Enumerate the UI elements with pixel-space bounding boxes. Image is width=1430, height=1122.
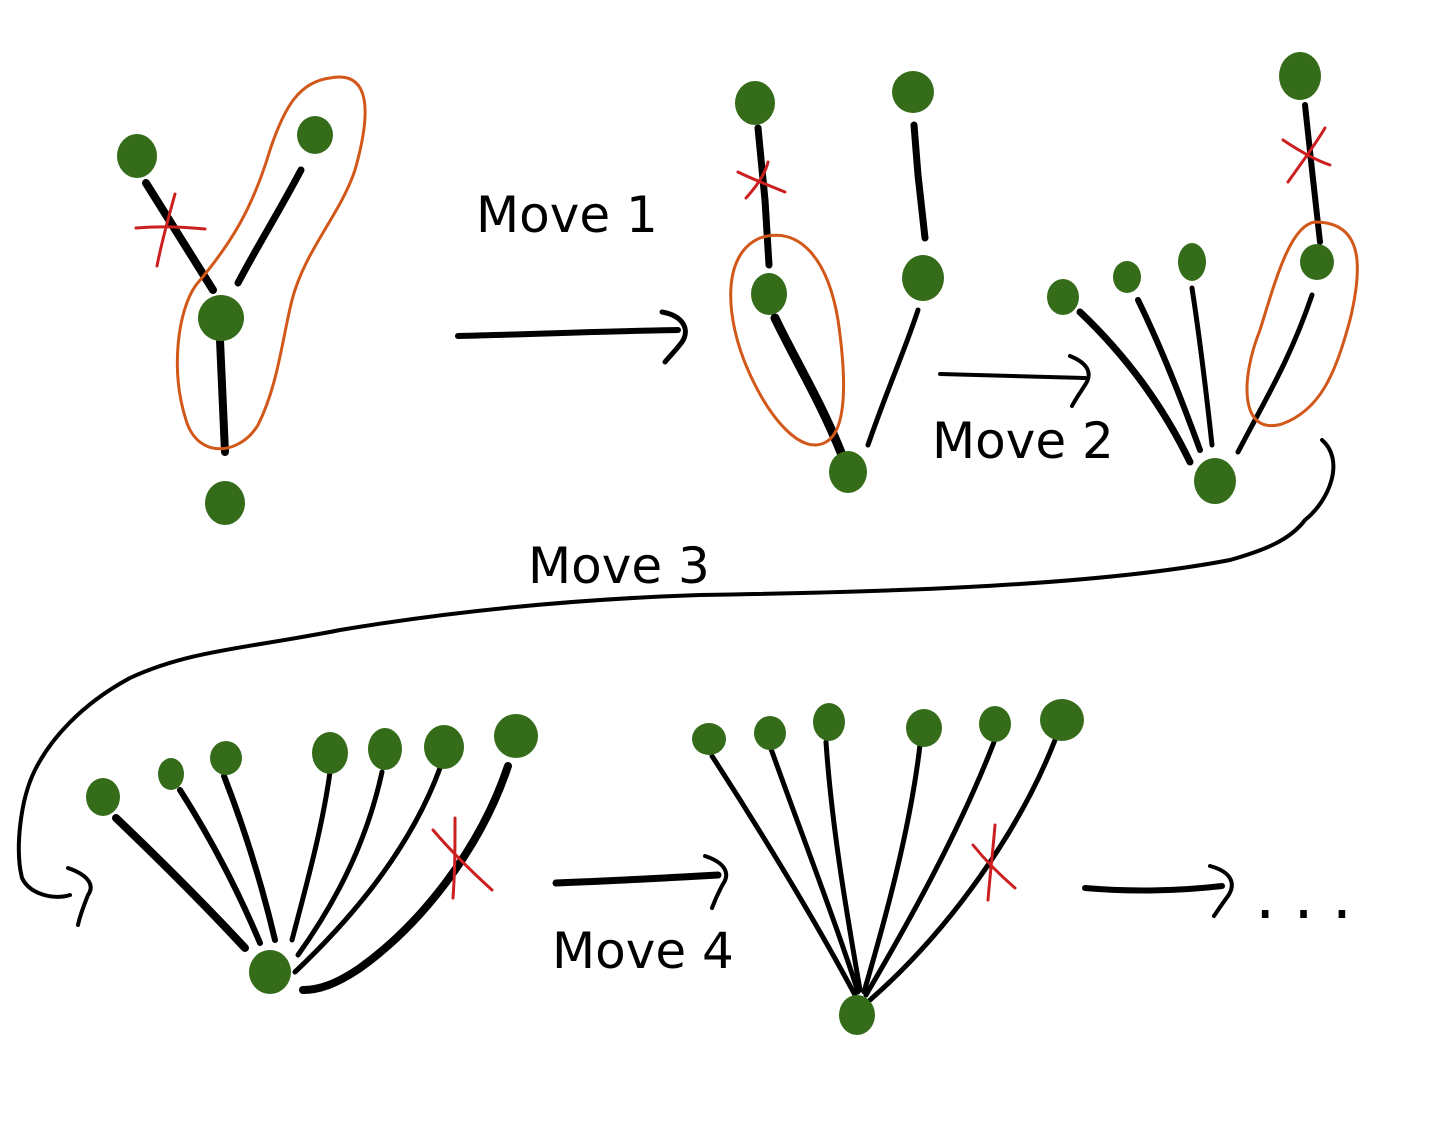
stage-2-node-mid-right [902,255,944,301]
stage-4-cut-mark [431,816,494,900]
stage-4-edge-6 [292,765,443,975]
stage-3-node-mid [1300,244,1334,280]
stage-3-edge-1 [1076,308,1194,466]
stage-5-edge-2 [767,743,861,995]
stage-4-node-leaf-7 [494,714,538,758]
stage-2-edge-upper-left [754,124,773,269]
move-1-arrow [455,309,688,365]
stage-1-node-middle [198,295,244,341]
final-arrow-head [1208,864,1234,918]
stage-3-node-leaf-3 [1178,243,1206,281]
stage-2-node-mid-left [751,273,787,315]
stage-2-edge-lower-right [865,307,921,448]
stage-4-node-leaf-1 [86,778,120,816]
move-1-label: Move 1 [476,186,658,244]
stage-4-edge-2 [177,787,263,946]
stage-5-node-leaf-6 [1040,699,1084,741]
stage-4-edge-7 [299,762,512,994]
stage-2-edge-upper-right [910,121,929,242]
stage-4-node-leaf-6 [424,725,464,769]
move-2-label: Move 2 [932,412,1114,470]
stage-3-edge-2 [1135,297,1203,453]
stage-1-edge-right [234,166,305,287]
stage-4-node-root [249,950,291,994]
move-3-label: Move 3 [528,537,710,595]
stage-4-node-leaf-2 [158,758,184,790]
stage-3-node-top [1279,52,1321,100]
final-arrow [1082,864,1234,918]
ellipsis-text: ... [1255,860,1370,934]
stage-1-tree [117,75,367,525]
stage-3-node-leaf-2 [1113,261,1141,293]
stage-1-highlight-ring [175,75,367,451]
stage-2-highlight-ring [729,233,846,447]
stage-1-node-top-left [117,134,157,178]
stage-5-node-leaf-2 [754,716,786,750]
stage-5-edge-6 [867,737,1058,1003]
stage-4-edge-3 [221,773,278,943]
stage-4-node-leaf-5 [368,728,402,770]
stage-5-node-leaf-5 [979,706,1011,742]
stage-5-tree [692,699,1084,1035]
stage-1-edge-left [142,179,217,294]
stage-4-edge-1 [112,814,249,952]
stage-5-node-leaf-4 [906,709,942,747]
move-2-arrow [938,354,1091,408]
stage-2-edge-lower-left [770,313,847,460]
stage-4-tree [86,714,538,994]
stage-5-cut-mark [971,823,1017,902]
move-3-arrow-head [66,866,93,927]
move-1-arrow-shaft [455,327,681,339]
move-3-arrow-shaft [16,438,1336,899]
stage-3-node-root [1194,458,1236,504]
move-4-arrow-shaft [552,871,722,887]
stage-5-edge-1 [709,753,858,998]
stage-2-node-top-right [892,71,934,113]
stage-3-cut-mark [1281,126,1332,184]
stage-2-node-top-left [735,81,775,125]
stage-5-node-leaf-3 [813,703,845,741]
stage-5-edge-4 [861,742,923,995]
stage-4-node-leaf-3 [210,741,242,775]
stage-4-edge-5 [295,769,385,958]
move-2-arrow-shaft [938,372,1087,380]
move-2-arrow-head [1068,354,1091,408]
stage-3-highlight-ring [1245,220,1359,428]
stage-1-node-bottom [205,481,245,525]
stage-3-node-leaf-1 [1047,279,1079,315]
move-3-arrow [16,438,1336,927]
stage-1-node-top-right [297,116,333,154]
stage-2-node-root [829,451,867,493]
stage-5-node-root [839,995,875,1035]
final-arrow-shaft [1082,883,1225,894]
move-4-arrow [552,854,729,910]
stage-3-edge-3 [1189,285,1215,448]
stage-2-tree [729,71,944,493]
move-4-arrow-head [703,854,729,910]
move-1-arrow-head [659,309,688,365]
stage-3-tree [1047,52,1359,504]
stage-4-edge-4 [289,769,333,943]
stage-3-edge-4 [1235,292,1315,455]
stage-3-edge-top [1302,102,1323,245]
stage-4-node-leaf-4 [312,732,348,774]
stage-5-node-leaf-1 [692,723,726,755]
stage-1-edge-stem [216,336,229,456]
stage-2-cut-mark [736,160,787,200]
stage-5-edge-5 [863,739,997,998]
stage-5-edge-3 [823,739,863,993]
stage-1-cut-mark [134,192,207,268]
move-4-label: Move 4 [552,922,734,980]
